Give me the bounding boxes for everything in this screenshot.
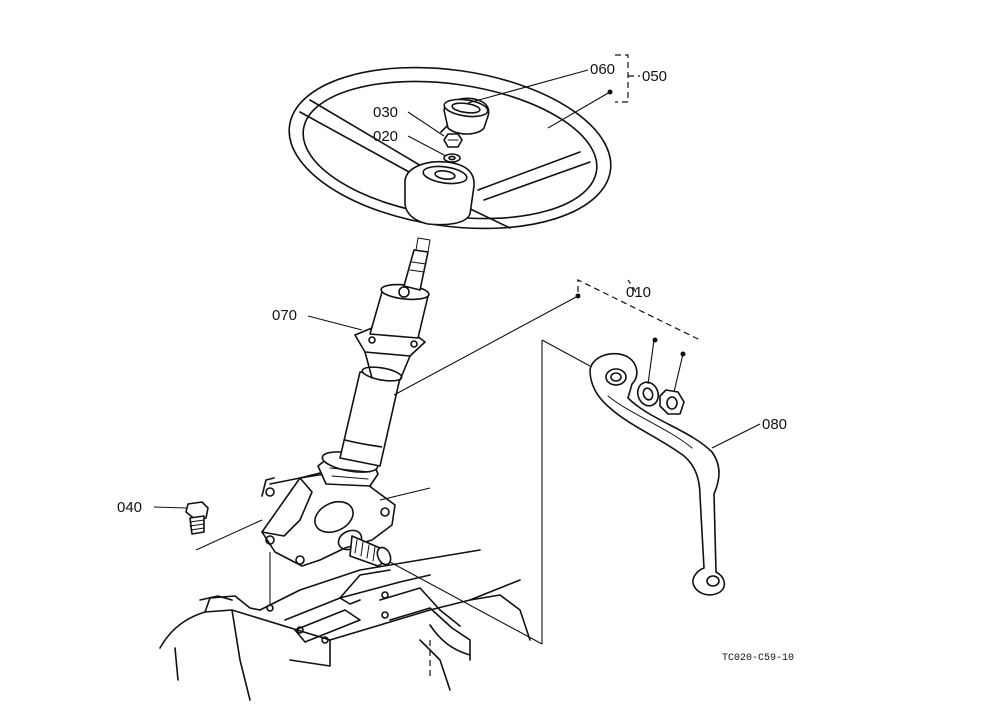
steering-gearbox — [261, 467, 396, 567]
callout-020: 020 — [373, 128, 398, 145]
steering-wheel — [288, 66, 612, 230]
leader-lines — [153, 54, 761, 680]
callout-040: 040 — [117, 499, 142, 516]
reference-code: TC020-C59-10 — [722, 653, 794, 664]
pitman-arm — [589, 352, 726, 596]
callout-050: 050 — [642, 68, 667, 85]
callout-010: 010 — [626, 284, 651, 301]
callout-070: 070 — [272, 307, 297, 324]
callout-labels: 060 050 030 020 070 010 080 040 TC020-C5… — [117, 61, 794, 664]
callout-080: 080 — [762, 416, 787, 433]
nut-and-washer — [443, 133, 463, 163]
hub-cap — [440, 97, 490, 143]
callout-030: 030 — [373, 104, 398, 121]
chassis-frame — [159, 549, 531, 701]
callout-060: 060 — [590, 61, 615, 78]
steering-column — [317, 237, 431, 487]
bolt — [185, 501, 209, 535]
